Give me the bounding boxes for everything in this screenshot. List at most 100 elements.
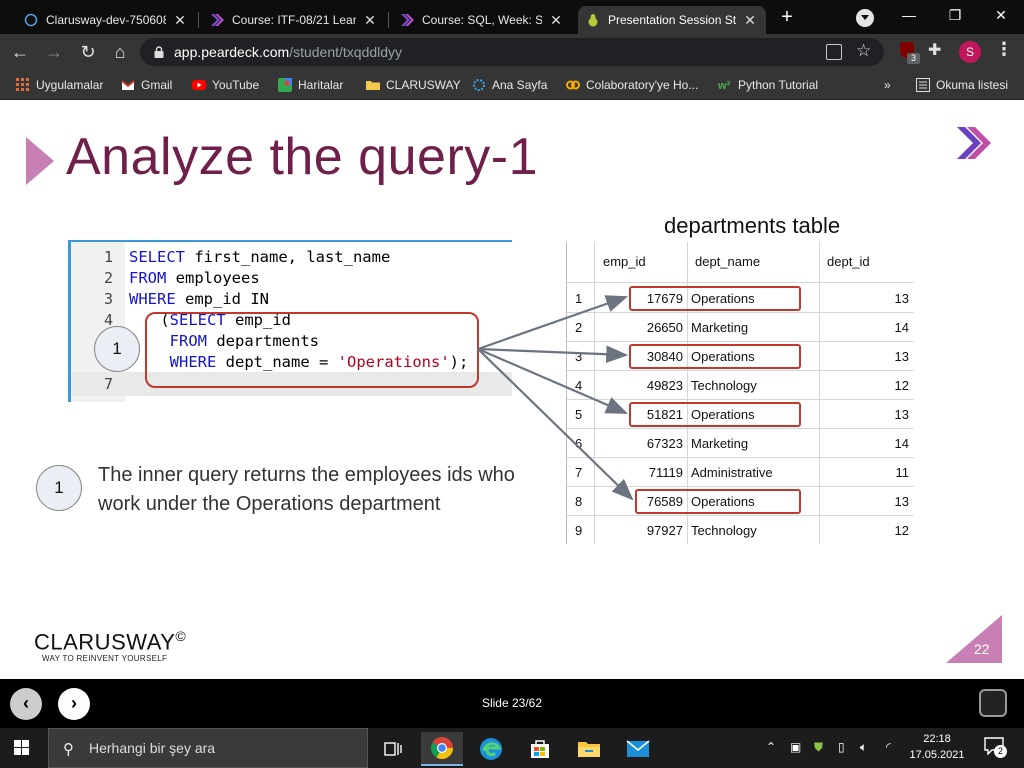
sql-keyword: FROM [129, 269, 167, 287]
bookmark-maps[interactable]: Haritalar [278, 76, 343, 94]
address-bar[interactable]: app.peardeck.com/student/txqddldyy ☆ [140, 38, 884, 66]
extensions-puzzle-icon[interactable]: ✚ [928, 42, 942, 59]
forward-button[interactable]: → [45, 42, 63, 62]
globe-icon [24, 13, 38, 27]
footer-brand: CLARUSWAY© [34, 628, 186, 655]
code-line: WHERE dept_name = 'Operations'); [151, 353, 469, 371]
code-line: FROM employees [129, 269, 260, 287]
edge-taskbar-icon[interactable] [470, 732, 512, 766]
table-cell-n: 6 [575, 436, 583, 451]
sql-text: departments [207, 332, 319, 350]
system-clock[interactable]: 22:18 17.05.2021 [908, 731, 966, 763]
reload-button[interactable]: ↻ [80, 42, 96, 62]
taskbar-search-box[interactable]: ⚲ Herhangi bir şey ara [48, 728, 368, 768]
sql-keyword: SELECT [169, 311, 226, 329]
tab-title: Presentation Session St [608, 13, 736, 27]
home-button[interactable]: ⌂ [114, 42, 126, 62]
next-slide-button[interactable]: › [58, 688, 90, 720]
url-text: app.peardeck.com/student/txqddldyy [174, 44, 402, 60]
row-highlight-box [635, 489, 801, 514]
subquery-highlight-box [145, 312, 479, 388]
previous-slide-button[interactable]: ‹ [10, 688, 42, 720]
battery-icon[interactable]: ▯ [838, 740, 845, 754]
notification-center-icon[interactable]: 2 [984, 737, 1008, 759]
bookmark-colaboratory[interactable]: Colaboratory'ye Ho... [566, 76, 698, 94]
tab-presentation-session[interactable]: Presentation Session St ✕ [578, 6, 766, 34]
tab-search-icon[interactable] [856, 9, 874, 27]
explanation-badge: 1 [36, 465, 82, 511]
line-number: 2 [103, 269, 113, 287]
profile-avatar[interactable]: S [959, 41, 981, 63]
bookmark-apps[interactable]: Uygulamalar [16, 76, 103, 94]
tray-overflow-icon[interactable]: ⌃ [766, 740, 777, 754]
table-cell-n: 1 [575, 291, 583, 306]
slide-title: Analyze the query-1 [66, 128, 538, 186]
table-divider [567, 341, 914, 342]
tab-course-sql[interactable]: Course: SQL, Week: Sub ✕ [392, 6, 572, 34]
clock-date: 17.05.2021 [909, 749, 965, 761]
store-taskbar-icon[interactable] [519, 732, 561, 766]
back-button[interactable]: ← [11, 42, 29, 62]
table-cell-dept-id: 13 [894, 291, 909, 306]
explanation-text: The inner query returns the employees id… [98, 464, 515, 515]
close-icon[interactable]: ✕ [744, 11, 756, 28]
copyright-mark: © [175, 628, 187, 644]
bookmark-star-icon[interactable]: ☆ [856, 41, 872, 60]
wifi-icon[interactable]: ◜ [886, 740, 891, 754]
reading-list[interactable]: Okuma listesi [916, 76, 1008, 94]
tab-clarusway-dev[interactable]: Clarusway-dev-750608 ✕ [16, 6, 196, 34]
clarusway-chevron-logo-icon [957, 127, 991, 159]
table-cell-dept-name: Operations [691, 291, 755, 306]
bookmark-python-tutorial[interactable]: w³ Python Tutorial [718, 76, 818, 94]
security-shield-icon[interactable]: ⛊ [814, 740, 824, 754]
meet-now-icon[interactable]: ▣ [790, 740, 802, 754]
sql-text: emp_id [225, 311, 291, 329]
tab-title: Clarusway-dev-750608 [46, 13, 166, 27]
task-view-icon[interactable] [372, 732, 414, 766]
windows-start-icon[interactable] [14, 740, 30, 756]
table-divider [567, 486, 914, 487]
bookmark-clarusway-folder[interactable]: CLARUSWAY [366, 76, 461, 94]
gear-logo-icon [473, 79, 485, 91]
table-divider [567, 282, 914, 283]
minimize-button[interactable]: — [902, 7, 916, 23]
close-icon[interactable]: ✕ [174, 11, 186, 28]
bookmark-ana-sayfa[interactable]: Ana Sayfa [472, 76, 547, 94]
new-tab-button[interactable]: + [781, 6, 793, 28]
sql-string: 'Operations' [337, 353, 450, 371]
bookmark-label: Colaboratory'ye Ho... [586, 78, 699, 92]
chrome-taskbar-icon[interactable] [421, 732, 463, 766]
file-explorer-taskbar-icon[interactable] [568, 732, 610, 766]
close-icon[interactable]: ✕ [364, 11, 376, 28]
presentation-slide: Analyze the query-1 1 2 3 4 5 6 7 SELECT… [0, 101, 1024, 679]
table-divider [567, 428, 914, 429]
tab-course-itf[interactable]: Course: ITF-08/21 Learn ✕ [202, 6, 386, 34]
sql-text: employees [166, 269, 260, 287]
bookmarks-bar: Uygulamalar Gmail YouTube Haritalar CLAR… [0, 70, 1024, 100]
mail-taskbar-icon[interactable] [617, 732, 659, 766]
close-icon[interactable]: ✕ [550, 11, 562, 28]
close-window-button[interactable]: ✕ [995, 7, 1007, 23]
browser-tab-strip: Clarusway-dev-750608 ✕ Course: ITF-08/21… [0, 0, 1024, 34]
table-cell-n: 8 [575, 494, 583, 509]
sql-text: dept_name = [216, 353, 338, 371]
restore-button[interactable]: ❐ [948, 7, 962, 23]
title-triangle-icon [26, 137, 54, 185]
bookmark-youtube[interactable]: YouTube [192, 76, 259, 94]
column-header: emp_id [603, 254, 646, 269]
clock-time: 22:18 [923, 733, 951, 745]
bookmark-gmail[interactable]: Gmail [121, 76, 172, 94]
deck-settings-icon[interactable] [979, 689, 1007, 717]
table-cell-dept-name: Technology [691, 378, 757, 393]
callout-badge: 1 [94, 326, 140, 372]
volume-icon[interactable]: 🔈︎ [860, 740, 868, 754]
page-corner-shape [946, 615, 1002, 663]
youtube-icon [192, 80, 206, 90]
table-cell-n: 3 [575, 349, 583, 364]
translate-icon[interactable] [826, 44, 842, 60]
table-cell-dept-id: 13 [894, 407, 909, 422]
url-host: app.peardeck.com [174, 44, 290, 60]
bookmarks-overflow[interactable]: » [884, 76, 891, 94]
kebab-menu-icon[interactable]: ⋮ [995, 39, 1013, 59]
